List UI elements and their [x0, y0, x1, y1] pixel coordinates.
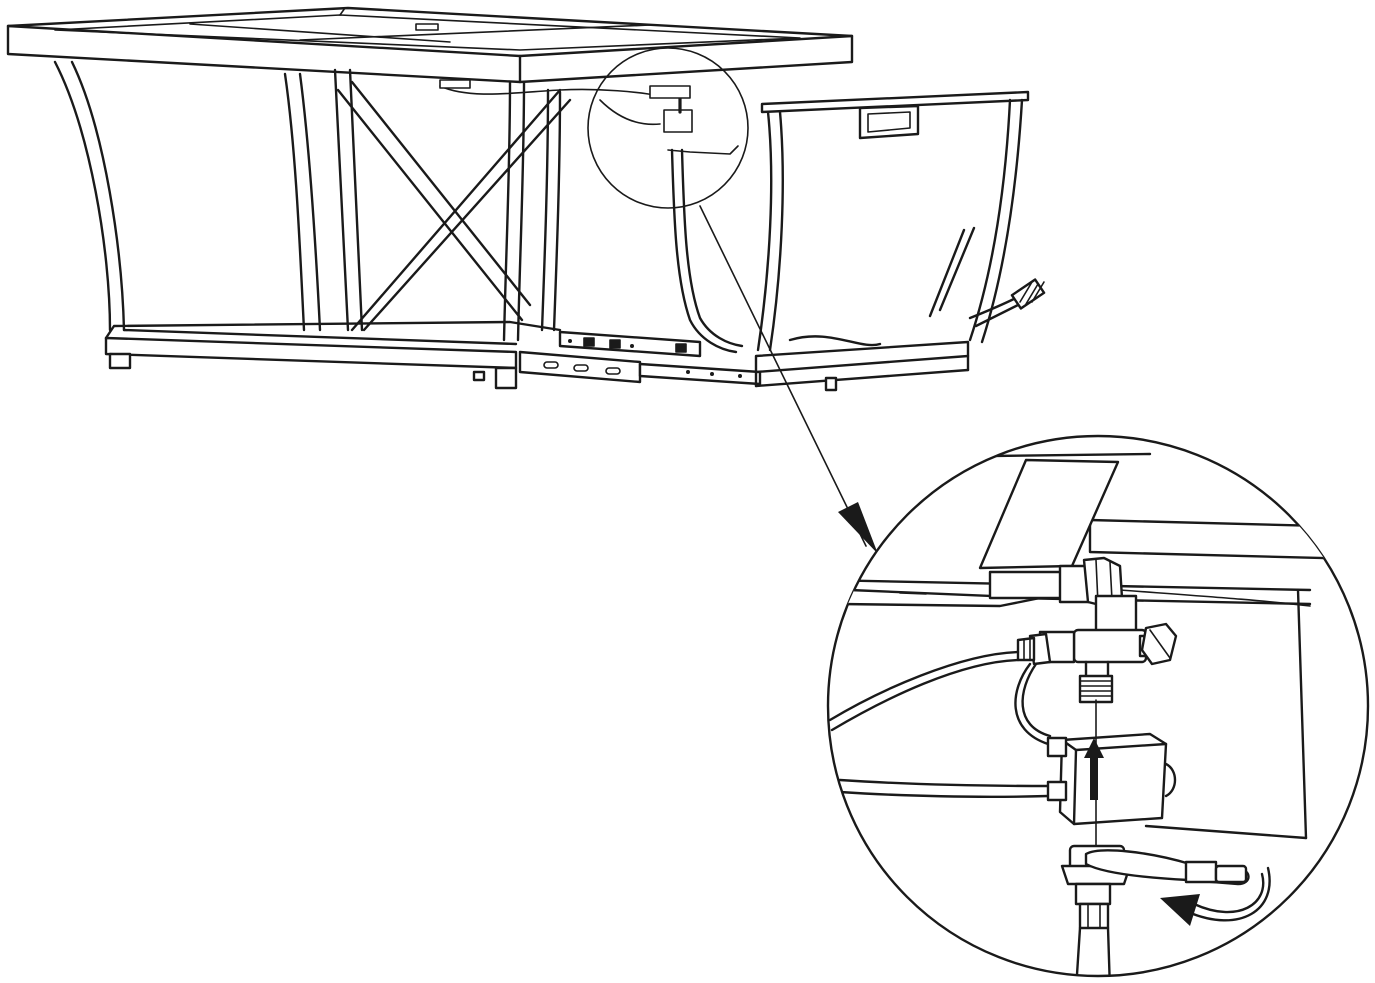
drawer-slides: [518, 330, 762, 386]
thermocouple-wires: [828, 650, 1052, 798]
center-legs: [333, 68, 562, 342]
table-top: [6, 6, 854, 84]
ignition-box: [1046, 732, 1177, 826]
callout-arrow: [699, 205, 878, 554]
base-frame: [104, 320, 562, 390]
detail-source-circle: [587, 47, 749, 209]
threaded-outlet: [1078, 674, 1114, 704]
valve-knob-icon: [1140, 622, 1178, 666]
left-legs: [53, 60, 322, 332]
wrench-icon: [1084, 849, 1250, 886]
tee-valve-body: [1016, 594, 1178, 678]
tank-drawer: [754, 90, 1030, 392]
gas-inlet-pipe: [988, 556, 1124, 608]
arrow-up-icon: [1084, 738, 1104, 800]
detail-view: [826, 434, 1370, 978]
hose-fitting-icon: [1010, 278, 1046, 310]
overview-hose: [968, 278, 1046, 328]
cross-brace: [336, 80, 572, 332]
overview-gas-line: [439, 79, 744, 354]
callout-arrow-icon: [838, 502, 878, 554]
fire-table-frame: [6, 6, 1046, 392]
rotate-clockwise-arrow-icon: [1160, 866, 1271, 926]
